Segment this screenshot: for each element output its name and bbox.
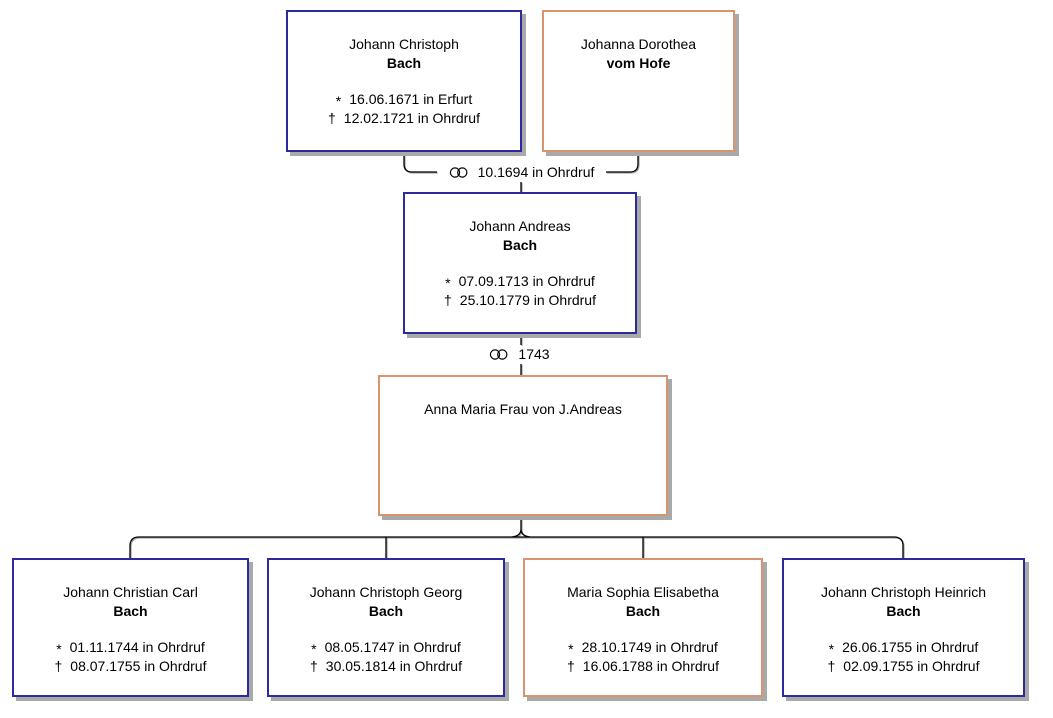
person-name: Johann Andreas	[469, 218, 571, 234]
spacer	[405, 255, 635, 272]
birth-row: * 26.06.1755 in Ohrdruf	[784, 638, 1023, 657]
spacer	[288, 73, 520, 90]
connector-sibling-rail	[129, 536, 904, 558]
died-symbol: †	[566, 658, 575, 674]
connector-wife-fork	[511, 516, 531, 538]
died-symbol: †	[827, 658, 836, 674]
death-row: † 08.07.1755 in Ohrdruf	[14, 657, 247, 676]
born-symbol: *	[335, 93, 342, 109]
spacer	[784, 621, 1023, 638]
death-date: 08.07.1755 in Ohrdruf	[70, 658, 207, 674]
birth-row: * 07.09.1713 in Ohrdruf	[405, 272, 635, 291]
born-symbol: *	[56, 641, 62, 657]
birth-date: 01.11.1744 in Ohrdruf	[69, 639, 205, 655]
death-date: 12.02.1721 in Ohrdruf	[343, 110, 480, 126]
person-card-child1[interactable]: Johann Christian Carl Bach * 01.11.1744 …	[12, 558, 249, 697]
birth-row: * 28.10.1749 in Ohrdruf	[525, 638, 761, 657]
birth-row: * 16.06.1671 in Erfurt	[288, 90, 520, 109]
born-symbol: *	[568, 641, 574, 657]
marriage-rings-icon	[448, 166, 470, 179]
death-row: † 25.10.1779 in Ohrdruf	[405, 291, 635, 310]
death-date: 02.09.1755 in Ohrdruf	[843, 658, 980, 674]
death-date: 25.10.1779 in Ohrdruf	[459, 292, 596, 308]
person-name: Johann Christoph Georg	[309, 584, 463, 600]
person-card-child4[interactable]: Johann Christoph Heinrich Bach * 26.06.1…	[782, 558, 1025, 697]
person-name: Johanna Dorothea	[580, 36, 697, 52]
marriage-rings-icon	[488, 348, 510, 361]
birth-date: 07.09.1713 in Ohrdruf	[458, 273, 595, 289]
person-card-mother[interactable]: Johanna Dorothea vom Hofe	[542, 10, 735, 152]
person-name: Anna Maria Frau von J.Andreas	[424, 401, 622, 417]
birth-date: 16.06.1671 in Erfurt	[349, 91, 473, 107]
birth-date: 08.05.1747 in Ohrdruf	[324, 639, 461, 655]
spacer	[14, 621, 247, 638]
death-row: † 02.09.1755 in Ohrdruf	[784, 657, 1023, 676]
death-row: † 12.02.1721 in Ohrdruf	[288, 109, 520, 128]
died-symbol: †	[54, 658, 63, 674]
death-row: † 30.05.1814 in Ohrdruf	[269, 657, 503, 676]
person-card-wife[interactable]: Anna Maria Frau von J.Andreas	[378, 375, 668, 516]
person-name: Johann Christoph Heinrich	[821, 584, 986, 600]
person-surname: vom Hofe	[606, 55, 671, 71]
person-name: Maria Sophia Elisabetha	[567, 584, 719, 600]
spacer	[269, 621, 503, 638]
birth-row: * 08.05.1747 in Ohrdruf	[269, 638, 503, 657]
birth-date: 26.06.1755 in Ohrdruf	[842, 639, 979, 655]
death-row: † 16.06.1788 in Ohrdruf	[525, 657, 761, 676]
death-date: 30.05.1814 in Ohrdruf	[325, 658, 462, 674]
person-surname: Bach	[386, 55, 422, 71]
person-name: Johann Christoph	[349, 36, 459, 52]
marriage-label-parents: 10.1694 in Ohrdruf	[401, 162, 641, 182]
person-card-son[interactable]: Johann Andreas Bach * 07.09.1713 in Ohrd…	[403, 192, 637, 334]
person-name: Johann Christian Carl	[63, 584, 198, 600]
person-surname: Bach	[368, 603, 404, 619]
died-symbol: †	[309, 658, 318, 674]
person-surname: Bach	[502, 237, 538, 253]
death-date: 16.06.1788 in Ohrdruf	[582, 658, 719, 674]
died-symbol: †	[443, 292, 452, 308]
born-symbol: *	[445, 275, 451, 291]
born-symbol: *	[311, 641, 317, 657]
person-card-father[interactable]: Johann Christoph Bach * 16.06.1671 in Er…	[286, 10, 522, 152]
person-card-child3[interactable]: Maria Sophia Elisabetha Bach * 28.10.174…	[523, 558, 763, 697]
person-surname: Bach	[886, 603, 921, 619]
birth-date: 28.10.1749 in Ohrdruf	[581, 639, 718, 655]
marriage-date: 1743	[518, 346, 550, 362]
marriage-label-son-wife: 1743	[399, 344, 639, 364]
person-surname: Bach	[113, 603, 148, 619]
marriage-date: 10.1694 in Ohrdruf	[477, 164, 595, 180]
person-card-child2[interactable]: Johann Christoph Georg Bach * 08.05.1747…	[267, 558, 505, 697]
spacer	[525, 621, 761, 638]
died-symbol: †	[327, 110, 336, 126]
person-surname: Bach	[625, 603, 661, 619]
birth-row: * 01.11.1744 in Ohrdruf	[14, 638, 247, 657]
born-symbol: *	[828, 641, 835, 657]
